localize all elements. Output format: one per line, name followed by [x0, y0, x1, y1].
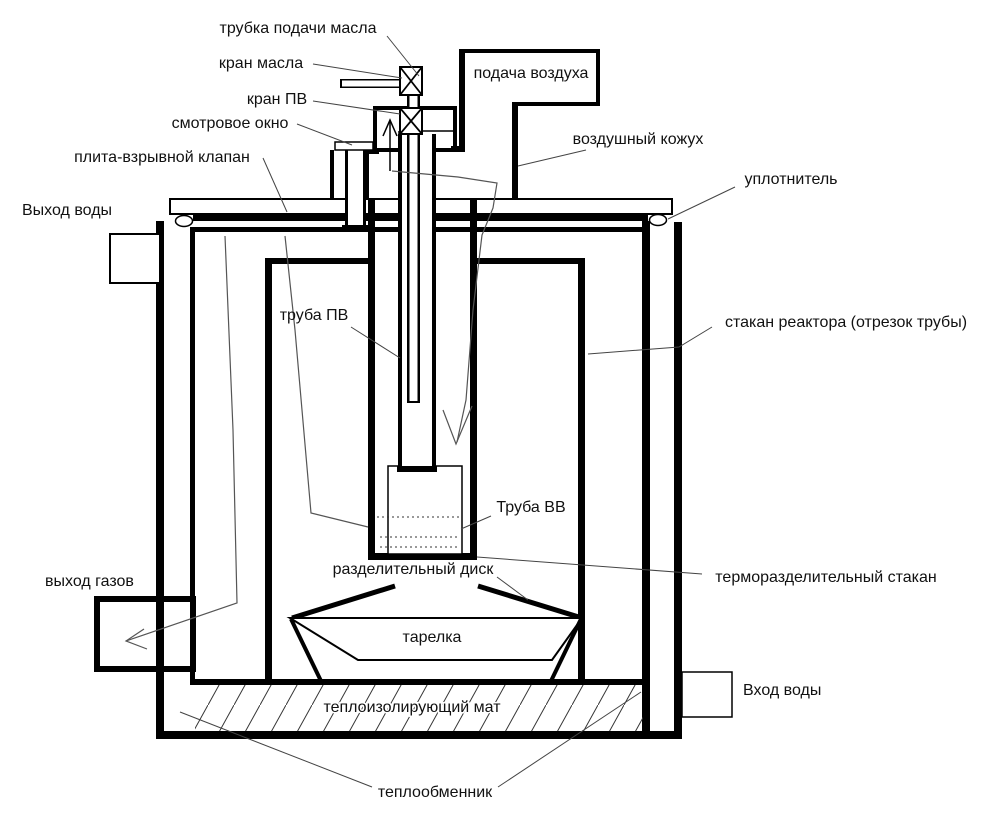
heat-insulating-mat: [190, 679, 643, 731]
label-oil-supply-tube: трубка подачи масла: [219, 20, 376, 37]
air-supply-duct: [459, 49, 600, 150]
seal-right: [648, 213, 668, 227]
label-vv-tube: Труба ВВ: [496, 499, 565, 516]
water-inlet-port: [681, 671, 733, 718]
liquid-level-lines: [377, 516, 462, 548]
labels: трубка подачи масла кран масла кран ПВ с…: [22, 20, 967, 801]
reactor-cup: [265, 258, 585, 681]
label-water-inlet: Вход воды: [743, 682, 821, 699]
water-outlet-port: [109, 233, 161, 284]
label-separation-disk: разделительный диск: [333, 561, 495, 578]
label-oil-valve: кран масла: [219, 55, 303, 72]
pv-valve-symbol: [399, 107, 423, 135]
oil-valve-symbol: [399, 66, 423, 96]
label-seal: уплотнитель: [744, 171, 837, 188]
label-explosion-valve-lid: плита-взрывной клапан: [74, 149, 250, 166]
label-air-supply: подача воздуха: [474, 65, 589, 82]
sight-window-assembly: [330, 141, 374, 231]
label-sight-window: смотровое окно: [172, 115, 289, 132]
label-air-casing: воздушный кожух: [573, 131, 704, 148]
inner-gas-flow-path: [284, 235, 369, 528]
label-dish-plate: тарелка: [403, 629, 462, 646]
label-heat-insulating-mat: теплоизолирующий мат: [323, 699, 501, 716]
label-pv-valve: кран ПВ: [247, 91, 307, 108]
vv-tube: [387, 465, 463, 555]
vent-up-arrow: [382, 118, 398, 171]
oil-supply-pipe: [340, 79, 420, 403]
air-casing: [363, 102, 518, 199]
air-flow-path: [391, 170, 498, 446]
dish-plate: [286, 617, 584, 682]
label-gas-outlet: выход газов: [45, 573, 134, 590]
leader-lines: [179, 35, 736, 788]
gas-outlet-port: [94, 596, 196, 672]
label-thermal-separation-cup: терморазделительный стакан: [715, 569, 936, 586]
seal-left: [174, 214, 194, 228]
label-reactor-cup: стакан реактора (отрезок трубы): [725, 314, 967, 331]
gas-flow-path: [124, 235, 238, 650]
thermal-separation-cup: [368, 200, 477, 560]
label-water-outlet: Выход воды: [22, 202, 112, 219]
separation-disk: [291, 583, 583, 621]
label-heat-exchanger: теплообменник: [378, 784, 493, 801]
label-pv-pipe: труба ПВ: [280, 307, 349, 324]
